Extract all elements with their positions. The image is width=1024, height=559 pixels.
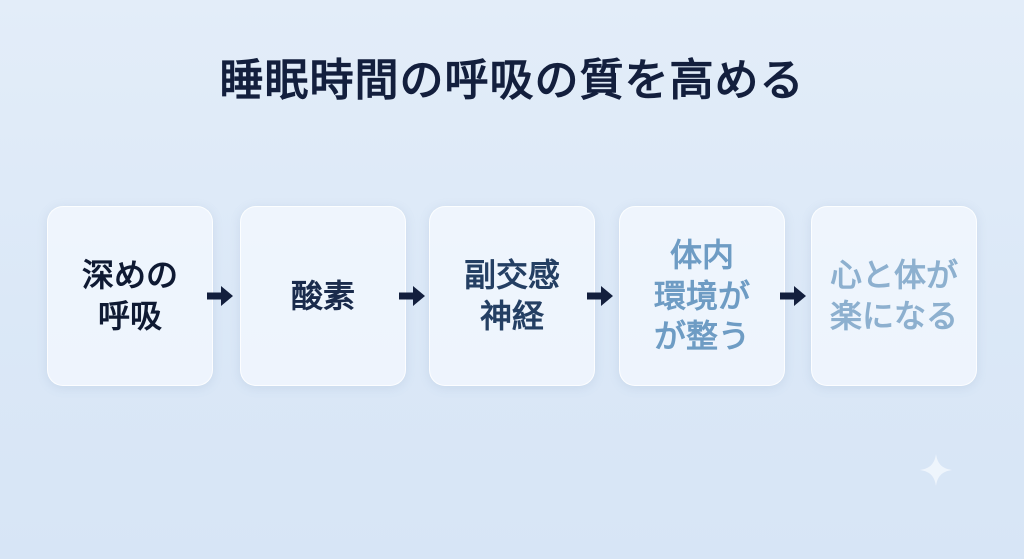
diagram-title: 睡眠時間の呼吸の質を高める [219, 55, 805, 106]
step-box-deep-breathing: 深めの 呼吸 [47, 206, 213, 386]
arrow-right-icon [207, 286, 233, 306]
arrow-right-icon [780, 286, 806, 306]
step-label: 副交感 神経 [463, 256, 560, 335]
step-label: 体内 環境が が整う [653, 235, 750, 356]
step-label: 心と体が 楽になる [829, 256, 958, 335]
step-box-body-environment: 体内 環境が が整う [619, 206, 785, 386]
step-box-mind-body-ease: 心と体が 楽になる [811, 206, 977, 386]
step-box-parasympathetic: 副交感 神経 [429, 206, 595, 386]
arrow-right-icon [587, 286, 613, 306]
flow-diagram: 深めの 呼吸 酸素 副交感 神経 体内 環境が が整う 心と体が 楽になる [47, 206, 987, 386]
step-label: 深めの 呼吸 [81, 256, 178, 335]
arrow-right-icon [399, 286, 425, 306]
sparkle-icon [920, 454, 952, 486]
step-box-oxygen: 酸素 [240, 206, 406, 386]
step-label: 酸素 [290, 276, 355, 315]
